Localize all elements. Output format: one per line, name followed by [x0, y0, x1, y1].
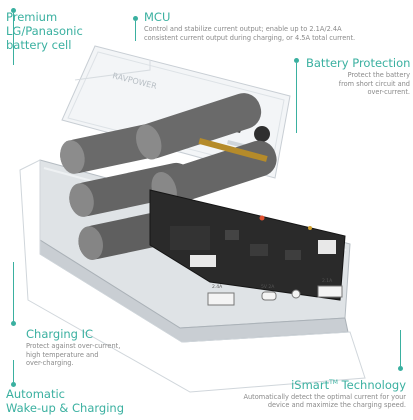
usb-port-2	[317, 285, 343, 298]
battery-protection-dot	[294, 58, 299, 63]
mcu-callout: MCU Control and stabilize current output…	[144, 10, 355, 42]
port-label-3: 2.1A	[322, 278, 333, 284]
battery-protection-callout: Battery Protection Protect the battery f…	[306, 56, 410, 97]
ismart-callout: iSmartTM Technology Automatically detect…	[206, 376, 406, 410]
charging-ic-desc-3: over-charging.	[26, 359, 74, 368]
led-hole	[291, 289, 301, 299]
circuit-board	[149, 189, 346, 301]
wakeup-dot	[11, 382, 16, 387]
usb-ports: 2.4A 5V 2A 2.1A	[207, 278, 343, 306]
ismart-title-pre: iSmart	[291, 377, 330, 392]
button-knob	[254, 126, 270, 142]
micro-usb-port	[261, 291, 277, 301]
battery-protection-desc-2: from short circuit and	[338, 79, 410, 88]
mcu-desc-1: Control and stabilize current output; en…	[144, 25, 342, 33]
battery-cell-dot	[11, 8, 16, 13]
charging-ic-callout: Charging IC Protect against over-current…	[26, 327, 120, 368]
battery-cell-title-2: LG/Panasonic	[6, 24, 83, 38]
ismart-desc-2: device and maximize the charging speed.	[267, 401, 406, 410]
port-label-1: 2.4A	[212, 284, 223, 290]
port-label-2: 5V 2A	[261, 284, 275, 290]
mcu-title: MCU	[144, 10, 171, 24]
ismart-title: iSmartTM Technology	[206, 376, 406, 392]
battery-protection-desc-1: Protect the battery	[347, 71, 410, 79]
battery-protection-line	[296, 63, 297, 133]
battery-cell-line	[13, 13, 14, 65]
transparent-case-lid: RAVPOWER	[61, 45, 291, 179]
battery-cells	[60, 93, 277, 260]
charging-ic-desc-2: high temperature and	[26, 350, 99, 359]
wakeup-title-2: Wake-up & Charging	[6, 401, 124, 415]
battery-cell-title-3: battery cell	[6, 38, 72, 52]
battery-protection-desc-3: over-current.	[367, 88, 410, 97]
ismart-dot	[398, 366, 403, 371]
wakeup-line	[13, 360, 14, 382]
charging-ic-desc-1: Protect against over-current,	[26, 342, 121, 350]
ismart-desc-1: Automatically detect the optimal current…	[243, 392, 406, 401]
ismart-trademark: TM	[329, 379, 338, 386]
battery-cell-callout: Premium LG/Panasonic battery cell	[6, 10, 83, 52]
usb-port-1	[207, 292, 235, 306]
wakeup-callout: Automatic Wake-up & Charging	[6, 387, 124, 415]
ismart-title-post: Technology	[337, 377, 406, 392]
mcu-desc-2: consistent current output during chargin…	[144, 33, 356, 42]
wakeup-title-1: Automatic	[6, 387, 65, 401]
ismart-line	[400, 330, 401, 366]
battery-cell-title-1: Premium	[6, 10, 58, 24]
mcu-line	[135, 21, 136, 41]
charging-ic-dot	[11, 321, 16, 326]
battery-protection-title: Battery Protection	[306, 56, 411, 70]
charging-ic-title: Charging IC	[26, 327, 94, 341]
charging-ic-line	[13, 262, 14, 322]
mcu-dot	[133, 16, 138, 21]
